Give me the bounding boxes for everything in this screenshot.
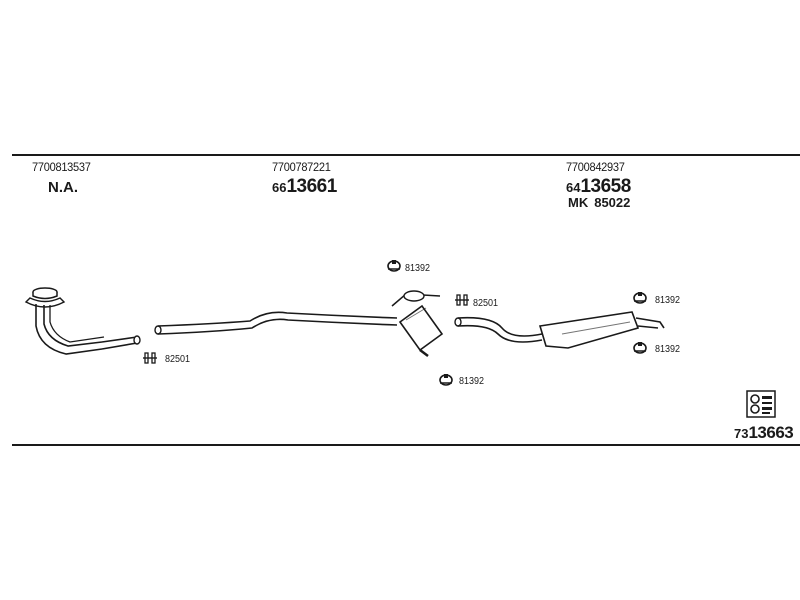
clamp-icon[interactable] [438,372,454,388]
part-number-prefix: 66 [272,180,287,195]
clamp-icon[interactable] [632,340,648,356]
mounting-kit-number[interactable]: MK 85022 [568,196,630,209]
mounting-kit-value: 85022 [594,195,631,210]
top-divider [12,154,800,156]
part-number-middle-pipe[interactable]: 6613661 [272,177,337,196]
clamp-icon[interactable] [454,292,470,308]
part-number-rear-section[interactable]: 6413658 [566,177,631,196]
clamp-number: 82501 [473,298,499,309]
part-number-main: 13661 [286,176,337,197]
bottom-divider [12,444,800,446]
part-number-complete-system[interactable]: 7313663 [734,423,794,442]
front-pipe-icon[interactable] [22,282,147,362]
clamp-icon[interactable] [386,258,402,274]
clamp-number: 81392 [405,263,431,274]
part-number-prefix: 73 [734,426,749,441]
oe-number-front-pipe: 7700813537 [32,160,91,174]
clamp-number: 81392 [655,295,681,306]
clamp-number: 82501 [165,354,191,365]
part-number-main: 13663 [748,423,794,442]
rear-silencer-icon[interactable] [452,306,672,356]
mounting-kit-icon[interactable] [746,390,776,418]
part-number-main: 13658 [580,176,631,197]
part-number-prefix: 64 [566,180,581,195]
mounting-kit-label: MK [568,195,589,210]
middle-pipe-icon[interactable] [152,306,402,336]
clamp-icon[interactable] [632,290,648,306]
middle-silencer-icon[interactable] [386,286,446,358]
clamp-number: 81392 [655,344,681,355]
front-pipe-status: N.A. [48,179,78,196]
oe-number-rear-section: 7700842937 [566,160,625,174]
oe-number-middle-pipe: 7700787221 [272,160,331,174]
clamp-number: 81392 [459,376,485,387]
clamp-icon[interactable] [142,350,158,366]
